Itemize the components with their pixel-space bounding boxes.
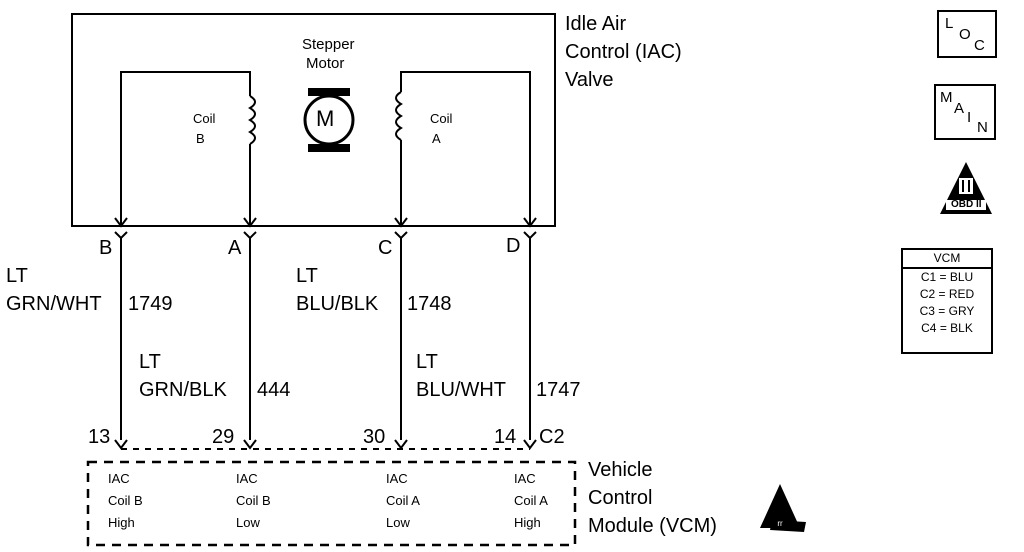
- vcm-legend-title: VCM: [903, 250, 991, 269]
- main-letter-i: I: [967, 109, 972, 126]
- vcm-function-2-line-2: Coil B: [236, 493, 271, 508]
- wire-1748-circuit: 1748: [407, 293, 452, 315]
- coil-b-label-line-1: Coil: [193, 111, 216, 126]
- coil-b-upper-wire: [120, 71, 251, 226]
- vcm-title-line-2: Control: [588, 487, 653, 509]
- vcm-function-4-line-3: High: [514, 515, 541, 530]
- motor-label-line-2: Motor: [306, 55, 345, 72]
- vcm-function-1-line-1: IAC: [108, 471, 130, 486]
- vcm-legend-row-c1: C1 = BLU: [920, 270, 974, 284]
- coil-a-label-line-1: Coil: [430, 111, 453, 126]
- motor-label-line-1: Stepper: [302, 36, 355, 53]
- vcm-title-line-1: Vehicle: [588, 459, 653, 481]
- vcm-function-4-line-1: IAC: [514, 471, 536, 486]
- harness-wires: [120, 238, 531, 440]
- iac-valve-title-line-3: Valve: [565, 69, 614, 91]
- vcm-pin-14: 14: [494, 426, 517, 448]
- wire-444-color-line-1: LT: [139, 351, 161, 373]
- coil-b-label-line-2: B: [196, 131, 205, 146]
- coil-a-upper-wire: [400, 71, 531, 226]
- vcm-function-1-line-3: High: [108, 515, 135, 530]
- vcm-function-3-line-2: Coil A: [386, 493, 420, 508]
- vcm-connector-legend: VCM C1 = BLU C2 = RED C3 = GRY C4 = BLK: [901, 248, 993, 354]
- motor-top-bar: [308, 88, 350, 96]
- loc-letter-l: L: [945, 15, 954, 32]
- obd-ii-label: OBD II: [951, 199, 982, 210]
- wire-444-circuit: 444: [257, 379, 291, 401]
- wire-1749-color-line-1: LT: [6, 265, 28, 287]
- wire-1747-color-line-1: LT: [416, 351, 438, 373]
- loc-letter-c: C: [974, 37, 985, 54]
- vcm-dashed-box: [86, 460, 577, 547]
- vcm-legend-row-c2: C2 = RED: [919, 287, 975, 301]
- coil-a-label-line-2: A: [432, 131, 441, 146]
- terminal-b: B: [99, 237, 113, 259]
- connector-id: C2: [539, 426, 565, 448]
- vcm-function-3-line-1: IAC: [386, 471, 408, 486]
- electrostatic-discharge-warning-icon: rr: [760, 484, 806, 532]
- vcm-pin-30: 30: [363, 426, 386, 448]
- vcm-function-2-line-3: Low: [236, 515, 260, 530]
- terminal-d: D: [506, 235, 521, 257]
- wire-1749-color-line-2: GRN/WHT: [6, 293, 102, 315]
- motor-symbol: M: [316, 106, 335, 131]
- coil-b-winding: [248, 95, 256, 145]
- iac-valve-title-line-1: Idle Air: [565, 13, 627, 35]
- vcm-pin-arrows: [114, 439, 537, 450]
- vcm-function-3-line-3: Low: [386, 515, 410, 530]
- vcm-function-2-line-1: IAC: [236, 471, 258, 486]
- vcm-pin-13: 13: [88, 426, 111, 448]
- vcm-function-4-line-2: Coil A: [514, 493, 548, 508]
- svg-text:rr: rr: [777, 519, 783, 528]
- iac-valve-title-line-2: Control (IAC): [565, 41, 682, 63]
- vcm-legend-row-c4: C4 = BLK: [921, 321, 973, 335]
- vcm-pin-29: 29: [212, 426, 235, 448]
- vcm-legend-row-c3: C3 = GRY: [919, 304, 975, 318]
- wire-1747-circuit: 1747: [536, 379, 581, 401]
- motor-circle: [303, 94, 355, 146]
- terminal-c: C: [378, 237, 393, 259]
- vcm-function-1-line-2: Coil B: [108, 493, 143, 508]
- main-badge: M A I N: [934, 84, 996, 140]
- wire-444-color-line-2: GRN/BLK: [139, 379, 227, 401]
- wire-1749-circuit: 1749: [128, 293, 173, 315]
- vcm-title-line-3: Module (VCM): [588, 515, 717, 537]
- main-letter-n: N: [977, 119, 988, 136]
- coil-a-winding: [395, 91, 403, 141]
- iac-valve-housing: [71, 13, 556, 227]
- loc-badge: L O C: [937, 10, 997, 58]
- wire-1747-color-line-2: BLU/WHT: [416, 379, 506, 401]
- loc-letter-o: O: [959, 26, 971, 43]
- connector-arrows: [114, 217, 537, 228]
- motor-bottom-bar: [308, 144, 350, 152]
- wire-1748-color-line-1: LT: [296, 265, 318, 287]
- main-letter-m: M: [940, 89, 953, 106]
- main-letter-a: A: [954, 100, 965, 117]
- connector-forks: [114, 231, 537, 240]
- wire-1748-color-line-2: BLU/BLK: [296, 293, 379, 315]
- obd-ii-icon: [940, 162, 992, 214]
- terminal-a: A: [228, 237, 242, 259]
